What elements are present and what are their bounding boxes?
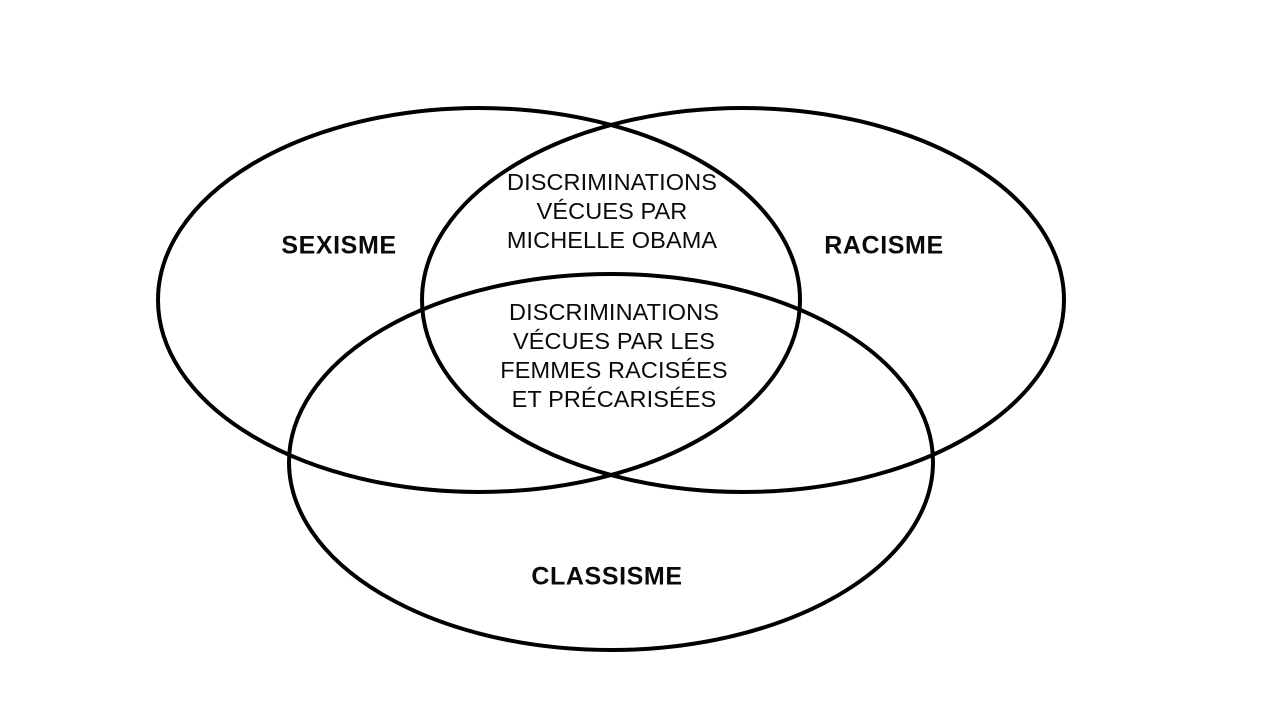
intersection-label-sexisme-racisme-classisme: DISCRIMINATIONS VÉCUES PAR LES FEMMES RACI… [500,299,727,412]
intersection-line: DISCRIMINATIONS [507,169,717,195]
ellipse-racisme[interactable] [420,106,1066,494]
set-label-racisme: RACISME [824,232,943,260]
intersection-line: ET PRÉCARISÉES [512,386,717,412]
set-label-classisme: CLASSISME [531,563,682,591]
ellipse-classisme[interactable] [287,272,935,652]
intersection-line: MICHELLE OBAMA [507,227,718,253]
intersection-line: FEMMES RACISÉES [500,357,727,383]
set-label-sexisme: SEXISME [281,232,396,260]
ellipse-sexisme[interactable] [156,106,802,494]
intersection-line: VÉCUES PAR [537,198,688,224]
intersection-line: DISCRIMINATIONS [509,299,719,325]
intersection-line: VÉCUES PAR LES [513,328,715,354]
intersection-label-sexisme-racisme: DISCRIMINATIONS VÉCUES PAR MICHELLE OBAMA [507,169,718,253]
